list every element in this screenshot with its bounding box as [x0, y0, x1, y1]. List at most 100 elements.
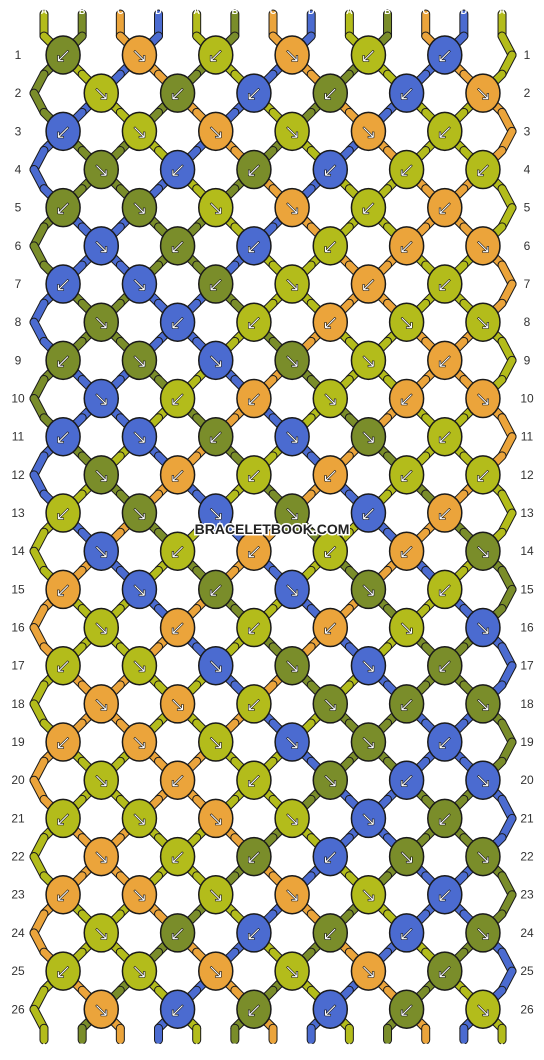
- knot: [274, 951, 310, 991]
- knot: [465, 989, 501, 1029]
- strand-label-bottom: A: [193, 1042, 200, 1052]
- row-number-right: 7: [524, 277, 531, 291]
- knot: [121, 111, 158, 152]
- knot: [83, 760, 120, 800]
- knot-arrow-icon: ↘: [207, 501, 224, 525]
- knot-layer: ↙↘↙↘↙↙↘↙↙↙↙↘↙↘↘↘↘↙↘↙↙↙↙↙↙↘↘↘↙↙↘↙↙↙↙↘↙↘↙↘…: [45, 35, 501, 1029]
- knot-arrow-icon: ↙: [360, 43, 377, 67]
- row-number-right: 18: [520, 697, 534, 711]
- knot: [121, 951, 158, 991]
- knot: [312, 684, 349, 724]
- knot-arrow-icon: ↙: [360, 196, 377, 220]
- knot-arrow-icon: ↘: [284, 501, 301, 525]
- knot: [121, 722, 158, 762]
- knot-arrow-icon: ↙: [398, 463, 415, 487]
- knot-arrow-icon: ↘: [284, 272, 301, 296]
- knot-arrow-icon: ↘: [93, 310, 110, 334]
- row-number-left: 23: [11, 888, 25, 902]
- row-number-right: 15: [520, 582, 534, 596]
- knot-arrow-icon: ↘: [398, 616, 415, 640]
- knot-arrow-icon: ↘: [360, 348, 377, 372]
- knot-arrow-icon: ↘: [93, 921, 110, 945]
- strand-label-bottom: C: [270, 1042, 277, 1052]
- strand-label-bottom: D: [461, 1042, 468, 1052]
- row-number-right: 20: [520, 773, 534, 787]
- knot-arrow-icon: ↙: [246, 158, 263, 182]
- knot-arrow-icon: ↙: [169, 539, 186, 563]
- knot-arrow-icon: ↘: [131, 196, 148, 220]
- knot-arrow-icon: ↘: [207, 806, 224, 830]
- strand-label-bottom: A: [41, 1042, 48, 1052]
- knot: [427, 111, 463, 152]
- strand-label-bottom: C: [422, 1042, 429, 1052]
- knot-arrow-icon: ↙: [207, 43, 224, 67]
- knot-arrow-icon: ↙: [169, 616, 186, 640]
- knot: [83, 913, 120, 953]
- knot-arrow-icon: ↙: [322, 310, 339, 334]
- knot-arrow-icon: ↘: [475, 616, 492, 640]
- row-number-left: 1: [15, 48, 22, 62]
- knot: [388, 73, 425, 113]
- strand-label-bottom: C: [117, 1042, 124, 1052]
- strand-label-top: B: [384, 6, 391, 16]
- knot-arrow-icon: ↘: [207, 654, 224, 678]
- row-number-left: 25: [11, 964, 25, 978]
- row-number-right: 10: [520, 392, 534, 406]
- knot: [45, 722, 81, 762]
- knot: [388, 836, 425, 877]
- row-number-right: 17: [520, 659, 534, 673]
- knot-arrow-icon: ↘: [398, 845, 415, 869]
- strand-label-bottom: A: [346, 1042, 353, 1052]
- knot: [83, 378, 120, 419]
- knot: [388, 607, 425, 648]
- knot-arrow-icon: ↙: [246, 616, 263, 640]
- strand-label-top: B: [79, 6, 86, 16]
- knot: [274, 798, 310, 839]
- knot: [465, 149, 501, 190]
- knot: [121, 798, 158, 839]
- knot-arrow-icon: ↙: [55, 425, 72, 449]
- knot-arrow-icon: ↘: [475, 768, 492, 792]
- strand-label-top: C: [117, 6, 124, 16]
- knot-arrow-icon: ↙: [55, 272, 72, 296]
- knot: [465, 531, 501, 571]
- knot-arrow-icon: ↙: [436, 654, 453, 678]
- row-number-right: 23: [520, 888, 534, 902]
- knot-arrow-icon: ↙: [322, 845, 339, 869]
- strand-label-bottom: B: [79, 1042, 86, 1052]
- row-number-left: 6: [15, 239, 22, 253]
- knot-arrow-icon: ↘: [131, 806, 148, 830]
- row-number-right: 4: [524, 163, 531, 177]
- knot-arrow-icon: ↘: [284, 806, 301, 830]
- knot: [388, 760, 425, 800]
- knot-arrow-icon: ↘: [360, 119, 377, 143]
- knot-arrow-icon: ↙: [398, 768, 415, 792]
- knot: [236, 302, 272, 342]
- knot: [465, 760, 501, 800]
- knot-arrow-icon: ↘: [360, 577, 377, 601]
- knot: [465, 302, 501, 342]
- knot-arrow-icon: ↙: [398, 997, 415, 1021]
- knot: [198, 645, 234, 686]
- knot-arrow-icon: ↘: [284, 43, 301, 67]
- knot-arrow-icon: ↙: [169, 845, 186, 869]
- row-number-right: 1: [524, 48, 531, 62]
- knot-arrow-icon: ↙: [55, 959, 72, 983]
- knot: [198, 874, 234, 915]
- knot-arrow-icon: ↙: [55, 577, 72, 601]
- knot-arrow-icon: ↘: [360, 883, 377, 907]
- knot: [312, 760, 349, 800]
- knot: [350, 340, 387, 381]
- knot-arrow-icon: ↘: [93, 768, 110, 792]
- knot: [236, 836, 272, 877]
- knot: [236, 684, 272, 724]
- row-number-left: 12: [11, 468, 25, 482]
- knot: [312, 989, 349, 1029]
- knot: [198, 798, 234, 839]
- knot: [427, 722, 463, 762]
- knot: [388, 378, 425, 419]
- knot-arrow-icon: ↘: [360, 730, 377, 754]
- knot-arrow-icon: ↙: [436, 119, 453, 143]
- knot-arrow-icon: ↙: [436, 577, 453, 601]
